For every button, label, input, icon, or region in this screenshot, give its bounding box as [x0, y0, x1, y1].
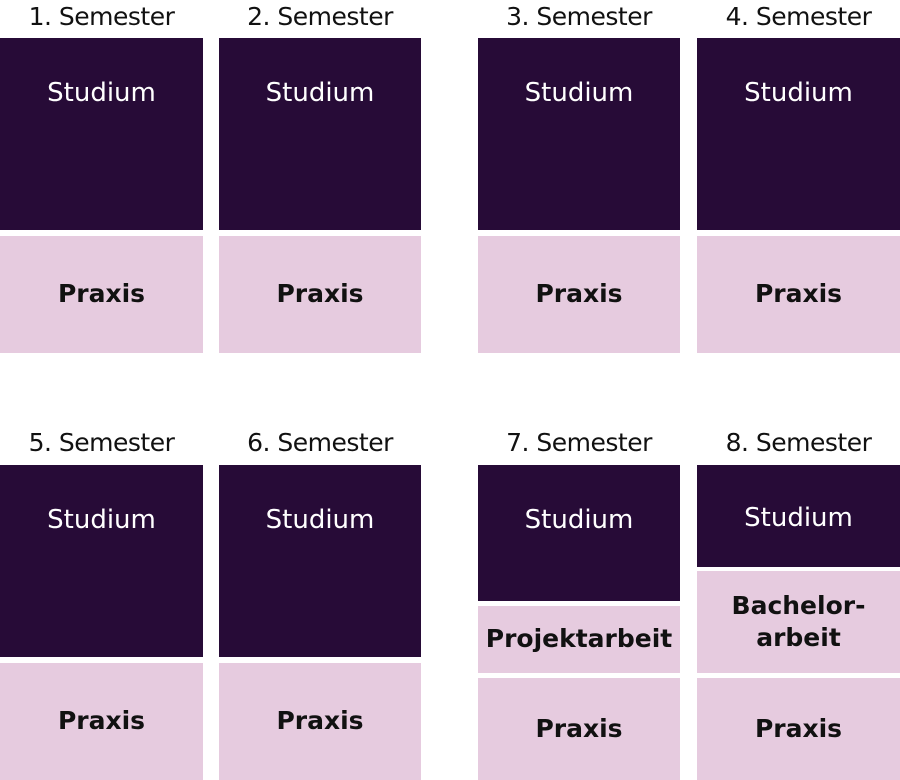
praxis-block: Praxis: [697, 236, 900, 353]
studium-block: Studium: [219, 465, 421, 657]
projektarbeit-block: Projektarbeit: [478, 606, 680, 673]
studium-block: Studium: [697, 465, 900, 567]
praxis-block: Praxis: [0, 663, 203, 780]
block-label: Praxis: [57, 706, 146, 736]
bachelorarbeit-block: Bachelor- arbeit: [697, 571, 900, 673]
semester-title: 1. Semester: [28, 2, 175, 31]
block-label: Praxis: [535, 713, 623, 743]
block-label: Studium: [47, 78, 156, 108]
semester-title: 4. Semester: [725, 2, 872, 31]
studium-block: Studium: [0, 465, 203, 657]
semester-title: 8. Semester: [725, 428, 872, 457]
praxis-block: Praxis: [219, 663, 421, 780]
block-label: Bachelor- arbeit: [731, 590, 866, 653]
studium-block: Studium: [478, 38, 680, 230]
block-label: Studium: [744, 503, 853, 533]
block-label: Praxis: [754, 713, 843, 743]
studium-block: Studium: [0, 38, 203, 230]
block-label: Studium: [524, 78, 634, 108]
block-label: Praxis: [57, 279, 146, 309]
semester-title: 6. Semester: [247, 428, 393, 457]
semester-title: 7. Semester: [506, 428, 652, 457]
studium-block: Studium: [478, 465, 680, 601]
block-label: Studium: [744, 78, 853, 108]
block-label: Praxis: [535, 279, 623, 309]
praxis-block: Praxis: [0, 236, 203, 353]
praxis-block: Praxis: [219, 236, 421, 353]
block-label: Studium: [524, 505, 634, 535]
semester-title: 2. Semester: [247, 2, 393, 31]
block-label: Projektarbeit: [485, 624, 673, 654]
block-label: Praxis: [276, 279, 364, 309]
praxis-block: Praxis: [478, 236, 680, 353]
studium-block: Studium: [219, 38, 421, 230]
praxis-block: Praxis: [478, 678, 680, 780]
block-label: Praxis: [754, 279, 843, 309]
block-label: Studium: [265, 505, 375, 535]
praxis-block: Praxis: [697, 678, 900, 780]
block-label: Studium: [47, 505, 156, 535]
semester-title: 3. Semester: [506, 2, 652, 31]
block-label: Praxis: [276, 706, 364, 736]
block-label: Studium: [265, 78, 375, 108]
studium-block: Studium: [697, 38, 900, 230]
semester-title: 5. Semester: [28, 428, 175, 457]
